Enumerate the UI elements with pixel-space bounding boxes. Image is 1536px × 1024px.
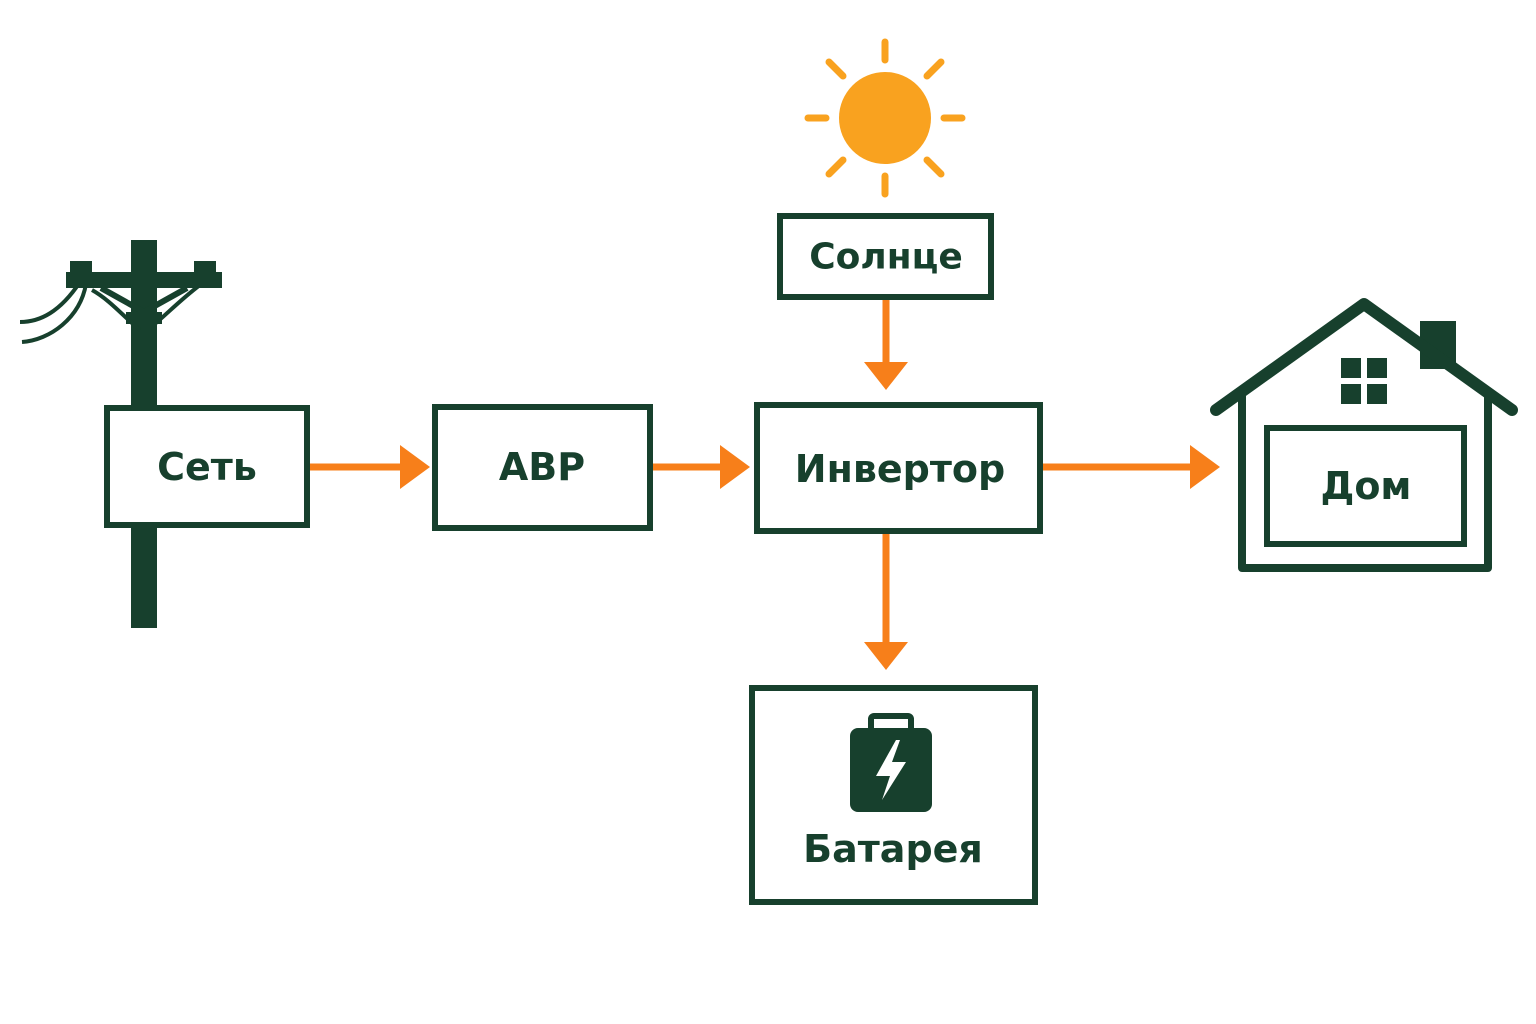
node-battery-label: Батарея (803, 827, 983, 871)
edge-grid-to-ats (308, 445, 430, 489)
node-inverter-label: Инвертор (795, 447, 1005, 491)
node-home: Дом (1264, 425, 1467, 547)
house-icon (1210, 298, 1518, 572)
node-ats: АВР (432, 404, 653, 531)
node-sun-label: Солнце (809, 237, 963, 278)
node-grid-label: Сеть (157, 445, 257, 489)
battery-icon (850, 713, 932, 812)
sun-icon (804, 38, 966, 198)
edge-inverter-to-battery (864, 533, 908, 670)
node-grid: Сеть (104, 405, 310, 528)
node-inverter: Инвертор (754, 402, 1043, 534)
node-ats-label: АВР (499, 445, 585, 489)
edge-sun-to-inverter (864, 299, 908, 390)
node-home-label: Дом (1320, 464, 1411, 508)
edge-ats-to-inverter (652, 445, 750, 489)
node-battery: Батарея (749, 685, 1038, 905)
node-sun: Солнце (777, 213, 994, 300)
edge-inverter-to-home (1042, 445, 1220, 489)
